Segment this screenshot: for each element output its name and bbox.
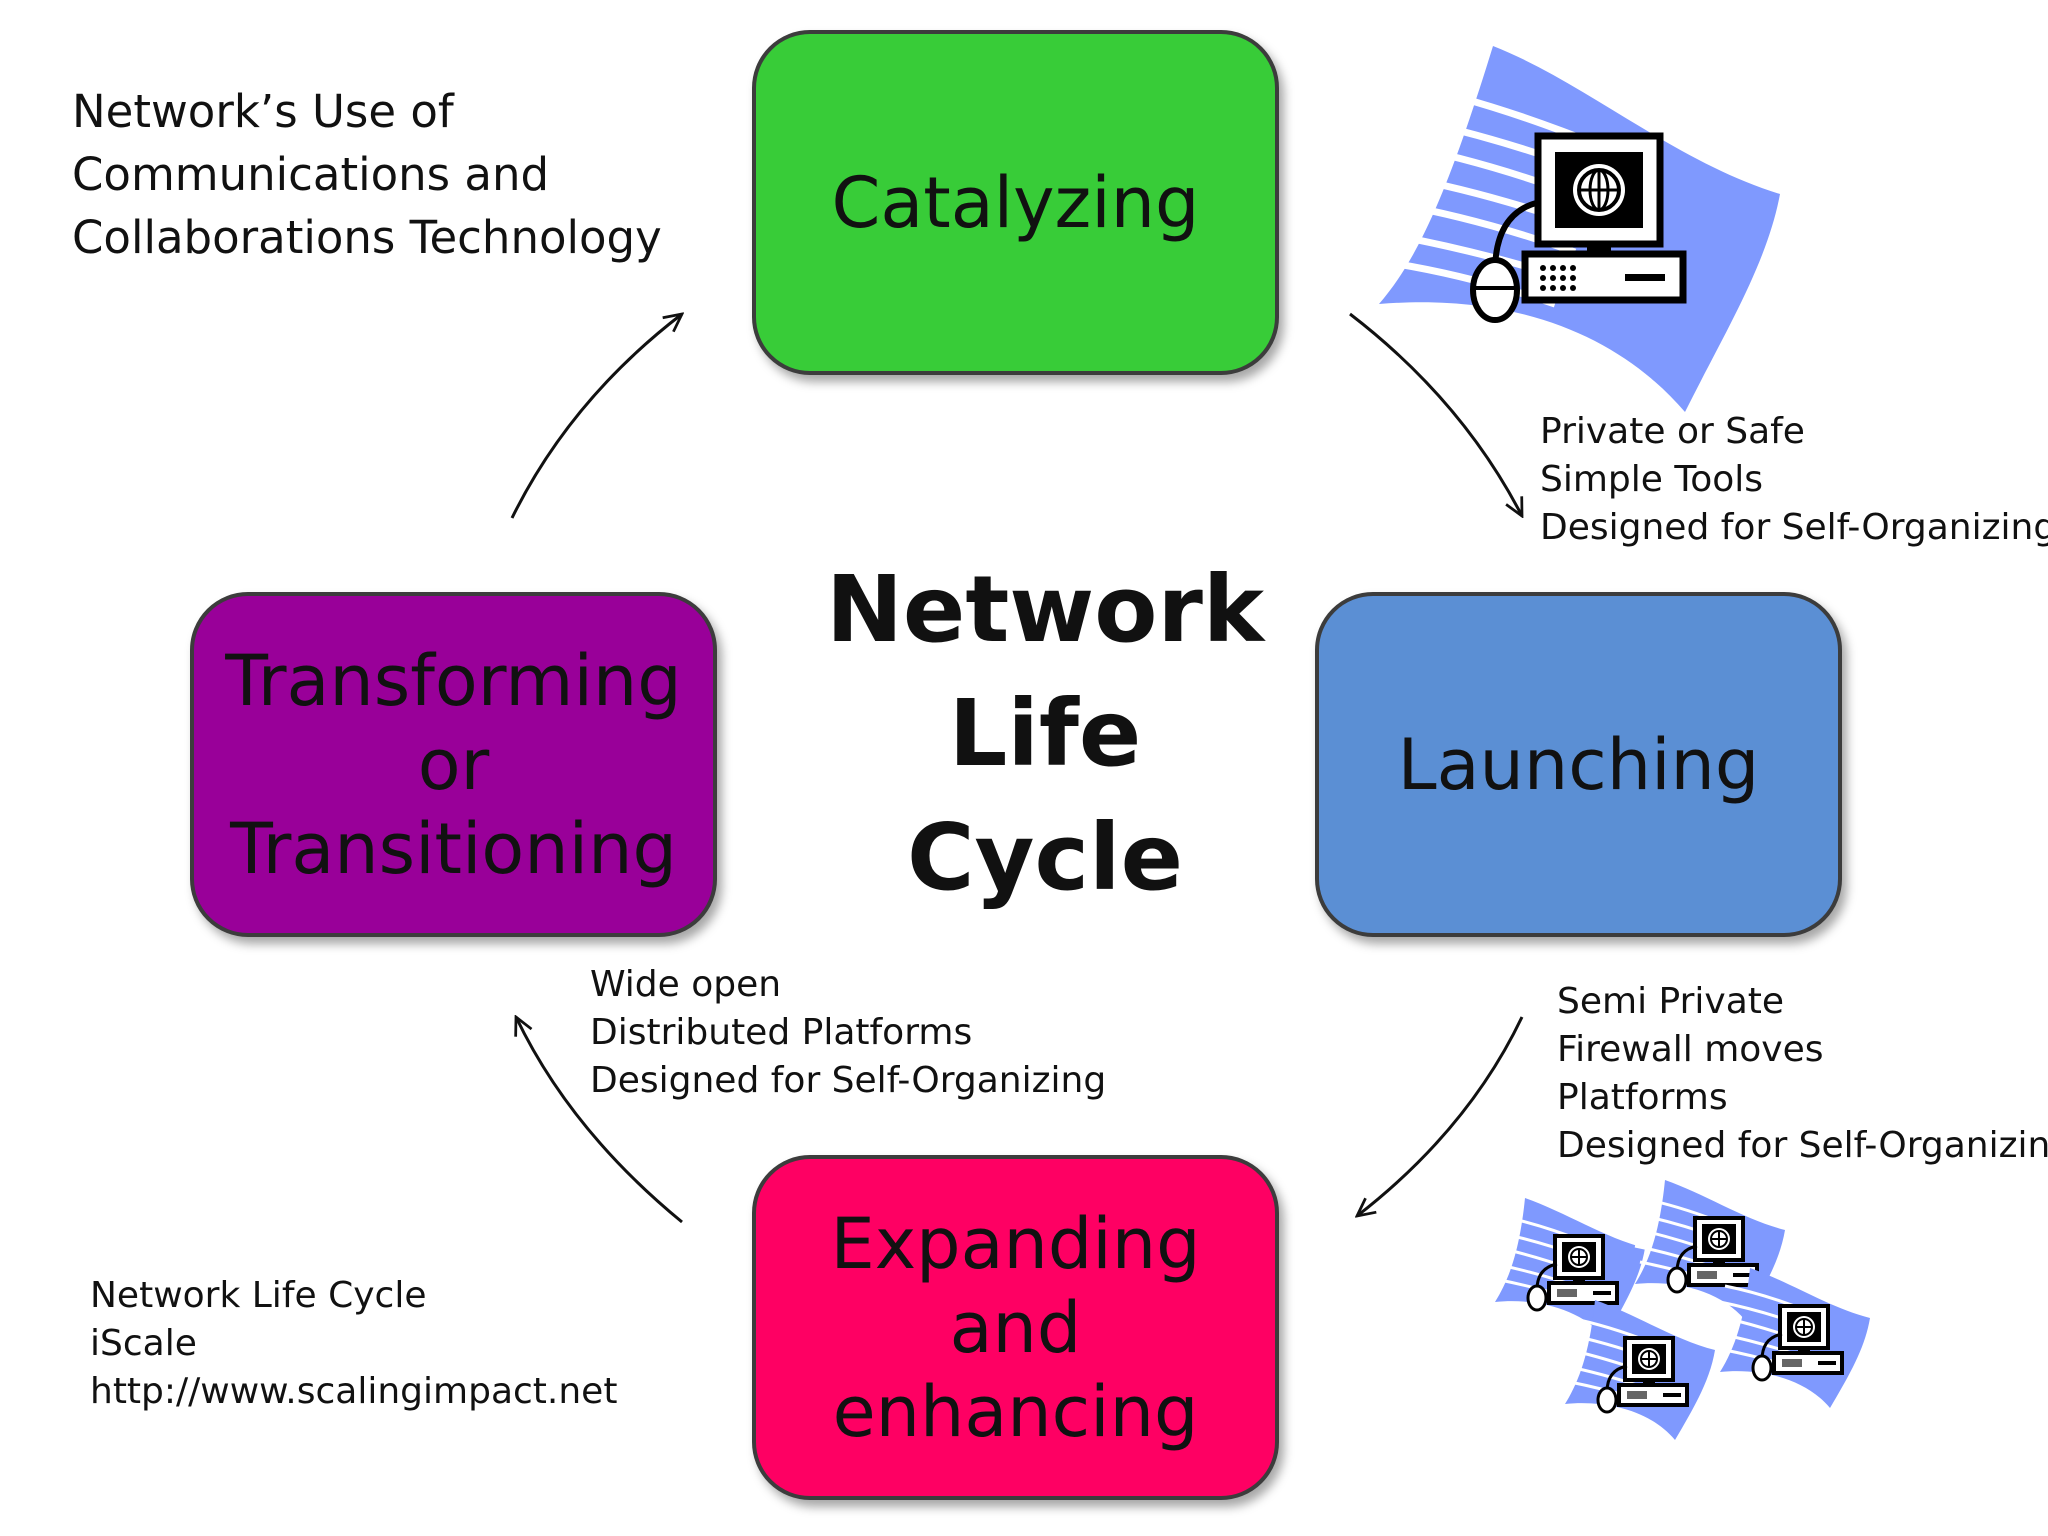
stage-expanding: Expanding and enhancing (752, 1155, 1279, 1500)
note-line: Simple Tools (1540, 459, 1764, 500)
note-catalyzing-to-launching: Private or Safe Simple Tools Designed fo… (1540, 408, 2048, 552)
note-line: Distributed Platforms (590, 1012, 973, 1053)
note-line: Platforms (1557, 1077, 1728, 1118)
note-line: Designed for Self-Organizing (590, 1060, 1107, 1101)
source-line: Network Life Cycle (90, 1275, 427, 1316)
note-line: Wide open (590, 964, 782, 1005)
heading-note: Network’s Use of Communications and Coll… (72, 80, 662, 269)
heading-note-line: Network’s Use of (72, 85, 454, 138)
note-line: Designed for Self-Organizing (1540, 507, 2048, 548)
stage-transforming: Transforming or Transitioning (190, 592, 717, 937)
note-launching-to-expanding: Semi Private Firewall moves Platforms De… (1557, 978, 2048, 1170)
source-link[interactable]: http://www.scalingimpact.net (90, 1371, 618, 1412)
source-line: iScale (90, 1323, 197, 1364)
stage-transforming-label: Transforming or Transitioning (225, 639, 682, 890)
source-note: Network Life Cycle iScale http://www.sca… (90, 1272, 617, 1416)
stage-catalyzing-label: Catalyzing (831, 161, 1200, 244)
note-line: Designed for Self-Organizing (1557, 1125, 2048, 1166)
computer-globe-icon (1375, 46, 1780, 412)
stage-catalyzing: Catalyzing (752, 30, 1279, 375)
arrow-transforming-to-catalyzing (510, 314, 682, 519)
heading-note-line: Collaborations Technology (72, 211, 662, 264)
note-line: Firewall moves (1557, 1029, 1824, 1070)
note-line: Semi Private (1557, 981, 1785, 1022)
stage-expanding-label: Expanding and enhancing (830, 1202, 1201, 1453)
note-expanding-to-transforming: Wide open Distributed Platforms Designed… (590, 961, 1106, 1105)
diagram-title-line: Life Cycle (907, 680, 1183, 911)
arrow-catalyzing-to-launching (1349, 312, 1522, 516)
diagram-title-line: Network (825, 556, 1265, 663)
arrow-launching-to-expanding (1357, 1016, 1524, 1216)
diagram-title: Network Life Cycle (820, 548, 1270, 920)
note-line: Private or Safe (1540, 411, 1805, 452)
heading-note-line: Communications and (72, 148, 550, 201)
stage-launching: Launching (1315, 592, 1842, 937)
computer-network-icon (1495, 1180, 1872, 1442)
arrow-expanding-to-transforming (516, 1017, 683, 1224)
stage-launching-label: Launching (1397, 723, 1760, 806)
